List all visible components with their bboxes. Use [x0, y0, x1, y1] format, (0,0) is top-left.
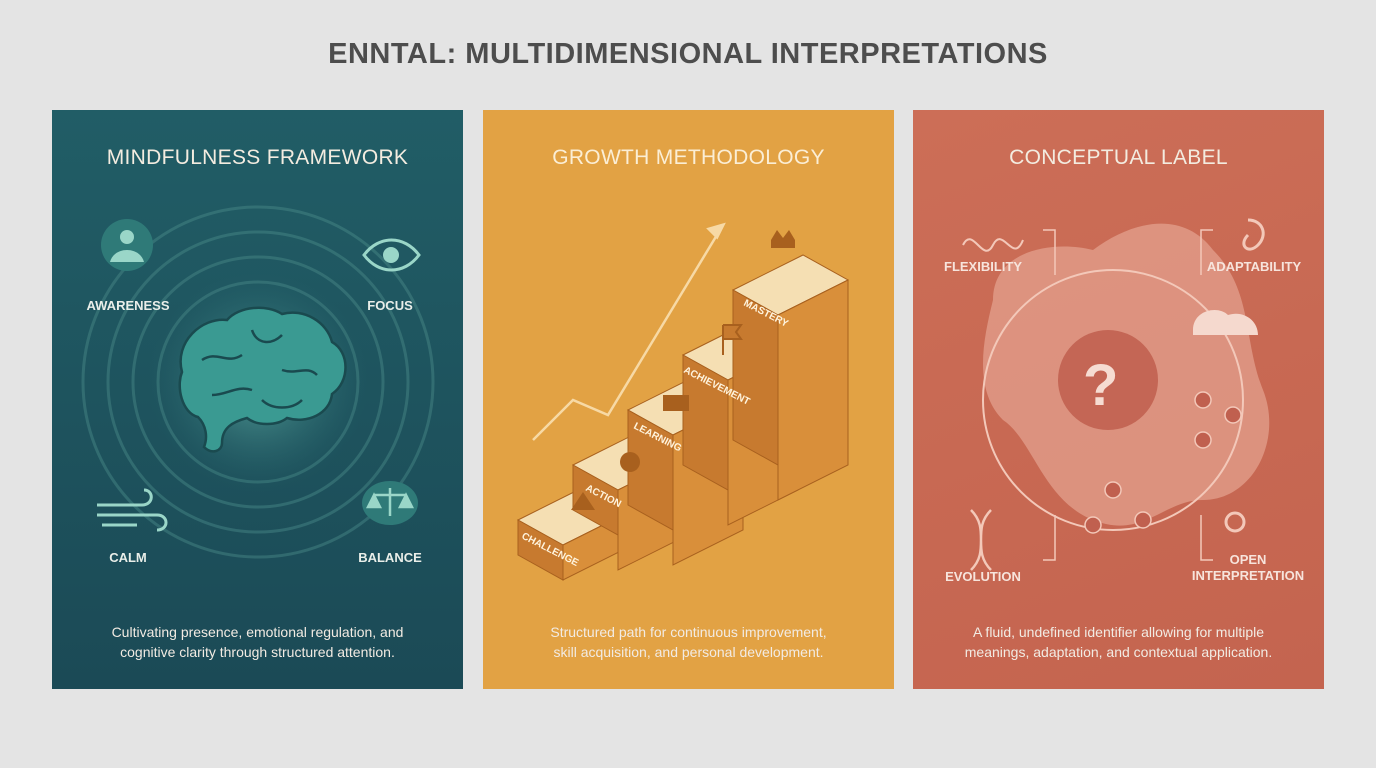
panel-description: Cultivating presence, emotional regulati…	[52, 622, 463, 662]
description-line: meanings, adaptation, and contextual app…	[964, 644, 1273, 660]
growth-panel: GROWTH METHODOLOGY CHALLENGE ACTION LEAR…	[483, 110, 894, 689]
panel-description: A fluid, undefined identifier allowing f…	[913, 622, 1324, 662]
mindfulness-panel: MINDFULNESS FRAMEWORK AWARENESS FOCUS CA…	[52, 110, 463, 689]
conceptual-panel: CONCEPTUAL LABEL ? FLEXIBILITY ADAPTABIL…	[913, 110, 1324, 689]
awareness-label: AWARENESS	[86, 298, 170, 313]
spring-icon	[962, 238, 1024, 252]
book-lightbulb-icon	[663, 395, 689, 411]
magnifier-arrows-icon	[1224, 511, 1246, 533]
panel-title: MINDFULNESS FRAMEWORK	[106, 146, 409, 169]
chameleon-icon	[1242, 218, 1265, 251]
open-interpretation-label: OPEN INTERPRETATION	[1191, 552, 1305, 583]
description-line: Structured path for continuous improveme…	[550, 624, 827, 640]
focus-label: FOCUS	[367, 298, 413, 313]
panel-title: CONCEPTUAL LABEL	[1009, 146, 1228, 169]
description-line: Cultivating presence, emotional regulati…	[111, 624, 404, 640]
description-line: cognitive clarity through structured att…	[120, 644, 395, 660]
calm-label: CALM	[109, 550, 147, 565]
dna-icon	[970, 509, 992, 571]
step-mastery	[731, 254, 850, 501]
flexibility-label: FLEXIBILITY	[944, 259, 1022, 274]
description-line: skill acquisition, and personal developm…	[553, 644, 824, 660]
description-line: A fluid, undefined identifier allowing f…	[972, 624, 1265, 640]
panel-title: GROWTH METHODOLOGY	[552, 146, 825, 169]
fluid-blob-diagram	[962, 218, 1270, 571]
gear-icon	[620, 452, 640, 472]
staircase-diagram: CHALLENGE ACTION LEARNING ACHIEVEMENT MA…	[516, 222, 850, 581]
evolution-label: EVOLUTION	[945, 569, 1021, 584]
crown-laurel-icon	[771, 230, 795, 248]
panel-description: Structured path for continuous improveme…	[483, 622, 894, 662]
question-mark-icon: ?	[1083, 353, 1119, 418]
flag-icon	[722, 324, 743, 355]
balance-label: BALANCE	[358, 550, 422, 565]
mountain-icon	[571, 492, 595, 510]
adaptability-label: ADAPTABILITY	[1206, 259, 1302, 274]
page-title: ENNTAL: MULTIDIMENSIONAL INTERPRETATIONS	[328, 38, 1048, 70]
concentric-rings-brain-icon	[81, 205, 435, 559]
